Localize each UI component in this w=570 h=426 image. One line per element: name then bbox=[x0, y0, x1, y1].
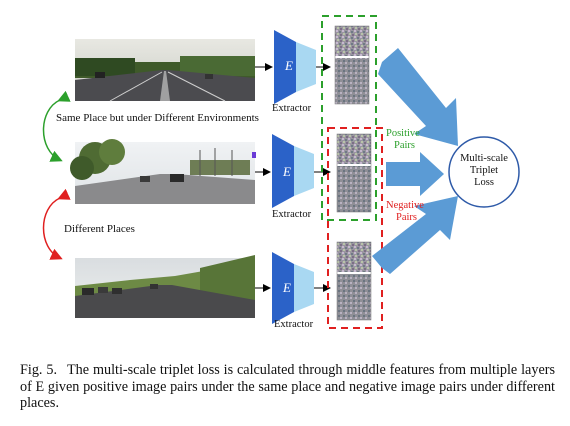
encoder-letter-2: E bbox=[283, 164, 291, 179]
extractor-2 bbox=[272, 134, 314, 208]
feature-stack-3 bbox=[336, 241, 372, 321]
extractor-3 bbox=[272, 252, 314, 324]
same-place-curved-arrow bbox=[42, 90, 71, 162]
encoder-letter-1: E bbox=[285, 58, 293, 73]
negative-pairs-line1: Negative bbox=[386, 200, 424, 211]
caption-text: The multi-scale triplet loss is calculat… bbox=[20, 362, 555, 411]
positive-pairs-line2: Pairs bbox=[394, 140, 415, 151]
big-arrow-top bbox=[378, 48, 458, 146]
big-arrow-middle bbox=[386, 152, 444, 196]
loss-circle bbox=[448, 136, 520, 208]
figure-diagram: E E E Extractor Extractor Extractor Same… bbox=[42, 15, 520, 330]
road-photo-1 bbox=[75, 39, 255, 102]
feature-stack-2 bbox=[336, 133, 372, 213]
extractor-label-3: Extractor bbox=[274, 319, 314, 330]
different-places-curved-arrow bbox=[42, 188, 71, 260]
loss-line3: Loss bbox=[474, 177, 494, 188]
different-places-label: Different Places bbox=[64, 223, 135, 235]
road-photo-2 bbox=[70, 139, 256, 204]
same-place-label: Same Place but under Different Environme… bbox=[56, 112, 259, 124]
negative-pairs-line2: Pairs bbox=[396, 212, 417, 223]
caption-label: Fig. 5. bbox=[20, 362, 58, 378]
extractor-1 bbox=[274, 30, 316, 104]
positive-pair-box bbox=[321, 15, 377, 221]
encoder-letter-3: E bbox=[283, 280, 291, 295]
extractor-label-1: Extractor bbox=[272, 103, 312, 114]
big-arrow-bottom bbox=[372, 196, 458, 274]
loss-label: Multi-scale Triplet Loss bbox=[449, 153, 519, 189]
negative-pair-box bbox=[327, 127, 383, 329]
positive-pairs-label: Positive Pairs bbox=[386, 128, 420, 152]
figure-caption: Fig. 5.The multi-scale triplet loss is c… bbox=[20, 362, 555, 412]
loss-line1: Multi-scale bbox=[460, 153, 508, 164]
negative-pairs-label: Negative Pairs bbox=[386, 200, 424, 224]
diagram-canvas bbox=[42, 15, 520, 329]
positive-pairs-line1: Positive bbox=[386, 128, 420, 139]
road-photo-3 bbox=[75, 255, 255, 318]
extractor-label-2: Extractor bbox=[272, 209, 312, 220]
feature-stack-1 bbox=[334, 25, 370, 105]
loss-line2: Triplet bbox=[469, 165, 499, 176]
